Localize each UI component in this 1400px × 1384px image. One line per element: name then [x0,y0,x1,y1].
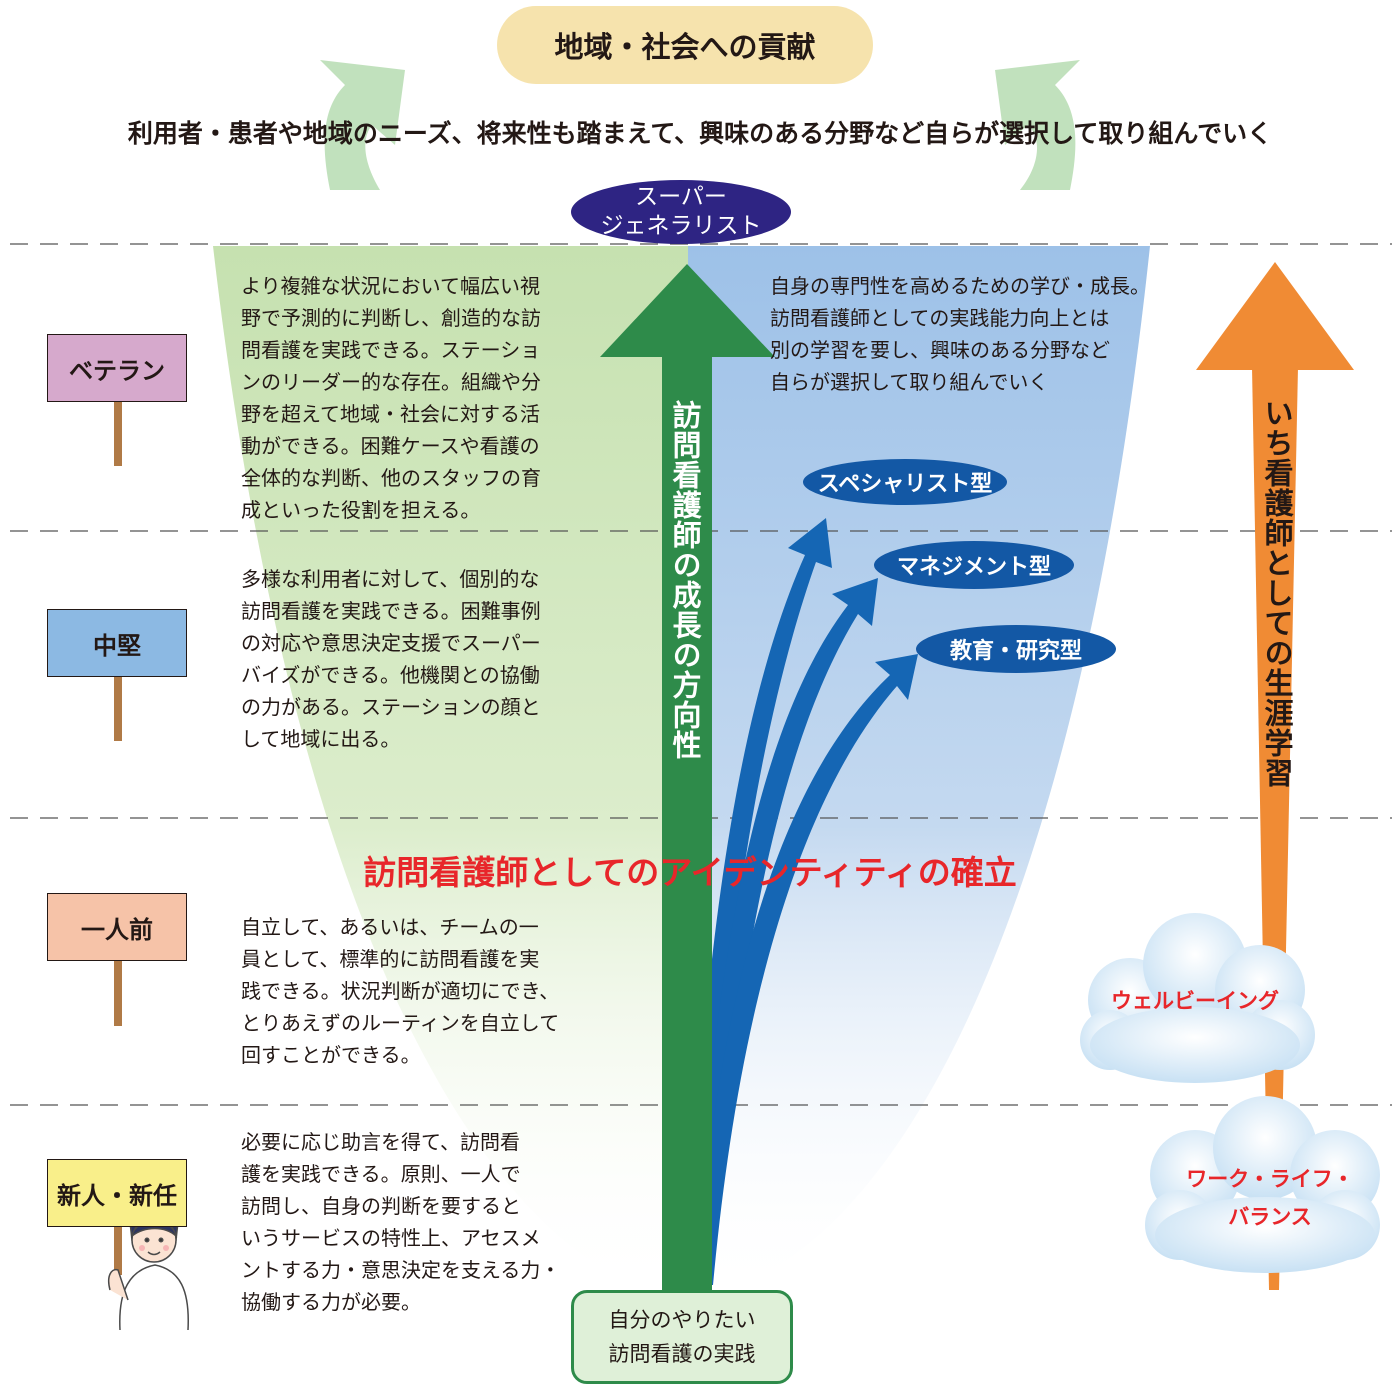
sign-veteran: ベテラン [47,334,187,402]
sign-novice: 新人・新任 [47,1159,187,1227]
midlevel-desc-line: の力がある。ステーションの顔と [241,695,541,719]
veteran-desc-line: 成といった役割を担える。 [241,498,481,522]
super-generalist-oval: スーパー ジェネラリスト [571,180,791,244]
cloud-wellbeing-label: ウェルビーイング [1085,982,1305,1020]
specialist-desc-line: 自身の専門性を高めるための学び・成長。 [770,274,1150,298]
novice-desc-line: 協働する力が必要。 [241,1290,421,1314]
cloud-work-life-line2: バランス [1228,1205,1312,1229]
top-title-pill: 地域・社会への貢献 [497,6,873,84]
center-green-arrow [600,264,775,1290]
specialist-desc-line: 訪問看護師としての実践能力向上とは [770,306,1110,330]
career-type-management-label: マネジメント型 [896,555,1051,580]
cloud-wellbeing-text: ウェルビーイング [1111,989,1279,1013]
career-type-specialist: スペシャリスト型 [803,459,1007,505]
novice-description: 必要に応じ助言を得て、訪問看 護を実践できる。原則、一人で 訪問し、自身の判断を… [241,1126,560,1318]
sign-competent: 一人前 [47,893,187,961]
competent-desc-line: とりあえずのルーティンを自立して [241,1011,560,1035]
specialist-desc-line: 別の学習を要し、興味のある分野など [770,338,1110,362]
veteran-desc-line: 野で予測的に判断し、創造的な訪 [241,306,541,330]
competent-description: 自立して、あるいは、チームの一 員として、標準的に訪問看護を実 践できる。状況判… [241,911,559,1071]
bottom-box-line2: 訪問看護の実践 [608,1342,756,1366]
super-generalist-line1: スーパー [635,184,727,210]
sign-midlevel-label: 中堅 [93,631,141,660]
specialist-description: 自身の専門性を高めるための学び・成長。 訪問看護師としての実践能力向上とは 別の… [770,270,1150,398]
novice-desc-line: ントする力・意思決定を支える力・ [241,1258,561,1282]
top-left-swoosh-arrow [320,60,405,190]
bottom-practice-box: 自分のやりたい 訪問看護の実践 [571,1290,793,1384]
midlevel-description: 多様な利用者に対して、個別的な 訪問看護を実践できる。困難事例 の対応や意思決定… [241,563,541,755]
career-type-education-label: 教育・研究型 [949,639,1082,664]
sign-competent-label: 一人前 [81,915,153,944]
midlevel-desc-line: の対応や意思決定支援でスーパー [241,631,541,655]
career-type-specialist-label: スペシャリスト型 [817,472,993,497]
veteran-desc-line: 全体的な判断、他のスタッフの育 [241,466,541,490]
cloud-wellbeing [1080,913,1315,1083]
midlevel-desc-line: 多様な利用者に対して、個別的な [241,567,540,591]
competent-desc-line: 自立して、あるいは、チームの一 [241,915,539,939]
fan-green-half [213,246,688,1300]
cloud-work-life-line1: ワーク・ライフ・ [1186,1167,1354,1191]
subtitle: 利用者・患者や地域のニーズ、将来性も踏まえて、興味のある分野など自らが選択して取… [127,119,1273,148]
cloud-work-life-label: ワーク・ライフ・ バランス [1160,1160,1380,1236]
midlevel-desc-line: 訪問看護を実践できる。困難事例 [241,599,541,623]
identity-headline: 訪問看護師としてのアイデンティティの確立 [363,853,1017,892]
novice-desc-line: 訪問し、自身の判断を要すると [241,1194,521,1218]
orange-lifelong-arrow [1196,262,1354,1290]
career-type-management: マネジメント型 [874,541,1074,589]
cloud-work-life [1145,1096,1380,1273]
lifelong-learning-label: いち看護師としての生涯学習 [1260,398,1294,788]
novice-desc-line: 護を実践できる。原則、一人で [241,1162,521,1186]
competent-desc-line: 員として、標準的に訪問看護を実 [241,947,540,971]
competent-desc-line: 回すことができる。 [241,1043,421,1067]
specialist-desc-line: 自らが選択して取り組んでいく [770,370,1049,394]
veteran-description: より複雑な状況において幅広い視 野で予測的に判断し、創造的な訪 問看護を実践でき… [241,270,541,526]
sign-veteran-label: ベテラン [69,356,165,385]
career-type-education-research: 教育・研究型 [916,625,1116,673]
midlevel-desc-line: バイズができる。他機関との協働 [241,663,540,687]
competent-desc-line: 践できる。状況判断が適切にでき、 [241,979,560,1003]
top-title: 地域・社会への貢献 [554,30,816,64]
super-generalist-line2: ジェネラリスト [600,213,762,239]
veteran-desc-line: 動ができる。困難ケースや看護の [241,434,540,458]
bottom-box-line1: 自分のやりたい [608,1308,756,1332]
novice-desc-line: 必要に応じ助言を得て、訪問看 [241,1130,520,1154]
veteran-desc-line: より複雑な状況において幅広い視 [241,274,540,298]
sign-posts [114,400,122,1275]
top-right-swoosh-arrow [995,60,1080,190]
midlevel-desc-line: して地域に出る。 [241,727,401,751]
fan-blue-half [688,246,1150,1300]
sign-novice-label: 新人・新任 [57,1181,177,1210]
sign-midlevel: 中堅 [47,609,187,677]
novice-desc-line: いうサービスの特性上、アセスメ [241,1226,541,1250]
veteran-desc-line: 問看護を実践できる。ステーショ [241,338,541,362]
veteran-desc-line: ンのリーダー的な存在。組織や分 [241,370,541,394]
veteran-desc-line: 野を超えて地域・社会に対する活 [241,402,540,426]
center-arrow-label: 訪問看護師の成長の方向性 [668,400,702,760]
